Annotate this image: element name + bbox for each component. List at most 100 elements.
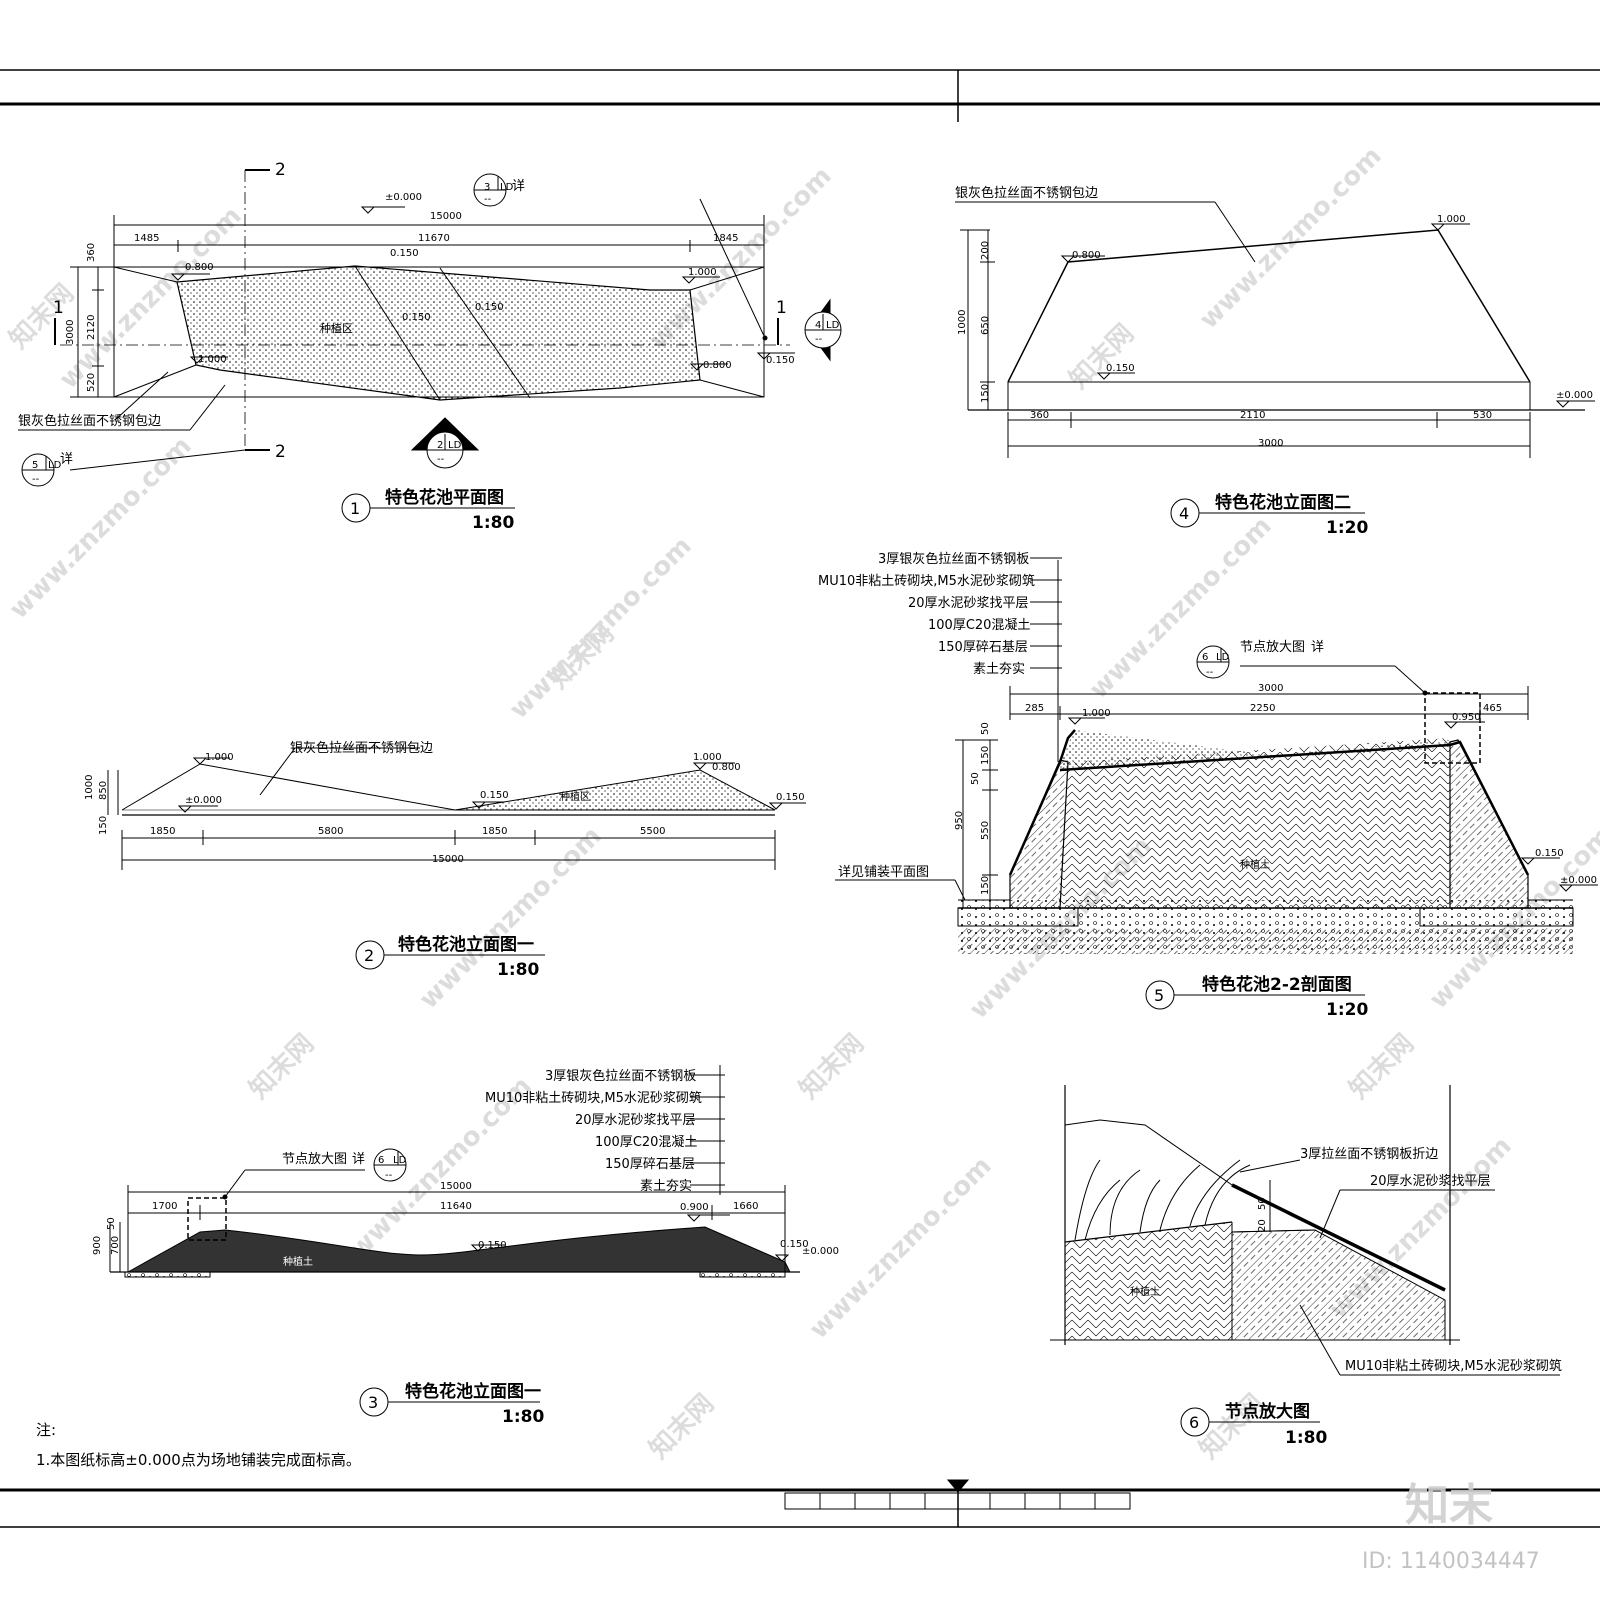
svg-text:5500: 5500 (640, 826, 665, 837)
svg-text:1:80: 1:80 (497, 960, 539, 980)
svg-text:285: 285 (1025, 703, 1044, 714)
brand-logo-text: 知末 (1405, 1480, 1493, 1531)
svg-text:特色花池立面图二: 特色花池立面图二 (1215, 492, 1351, 513)
svg-text:LD: LD (826, 320, 840, 331)
watermark-cn: 知末网 (1194, 1389, 1270, 1465)
svg-text:50: 50 (970, 772, 981, 785)
svg-text:0.800: 0.800 (712, 762, 741, 773)
svg-text:11640: 11640 (440, 1201, 472, 1212)
view-plan (18, 169, 842, 523)
svg-text:详: 详 (352, 1152, 365, 1167)
svg-text:0.150: 0.150 (1535, 848, 1564, 859)
svg-text:--: -- (32, 474, 40, 485)
svg-text:1: 1 (53, 298, 64, 318)
svg-text:850: 850 (98, 781, 109, 800)
svg-text:5: 5 (1154, 986, 1164, 1005)
svg-text:0.150: 0.150 (780, 1239, 809, 1250)
layer-label: 100厚C20混凝土 (928, 617, 1030, 633)
svg-text:150: 150 (980, 384, 991, 403)
layer-label: MU10非粘土砖砌块,M5水泥砂浆砌筑 (485, 1090, 702, 1106)
view-node-detail (1050, 1085, 1560, 1437)
svg-text:种植区: 种植区 (560, 790, 590, 803)
svg-text:0.950: 0.950 (1452, 712, 1481, 723)
svg-text:0.150: 0.150 (390, 248, 419, 259)
svg-text:2: 2 (275, 160, 286, 180)
svg-text:360: 360 (1030, 410, 1049, 421)
layer-label: 素土夯实 (973, 662, 1025, 677)
image-id: ID: 1140034447 (1362, 1549, 1540, 1574)
layer-label: 100厚C20混凝土 (595, 1134, 697, 1150)
view-title: 特色花池平面图 (385, 487, 504, 508)
svg-text:1850: 1850 (482, 826, 507, 837)
view-elevation-2 (955, 201, 1595, 528)
svg-text:节点放大图: 节点放大图 (1225, 1401, 1310, 1422)
svg-text:900: 900 (92, 1236, 103, 1255)
layer-label: 素土夯实 (640, 1179, 692, 1194)
svg-text:详: 详 (1311, 640, 1324, 655)
svg-text:±0.000: ±0.000 (1556, 390, 1593, 401)
watermark: www.znzmo.com (414, 821, 608, 1015)
view-elevation-1 (107, 747, 806, 970)
svg-text:150: 150 (980, 876, 991, 895)
svg-text:1.000: 1.000 (693, 752, 722, 763)
svg-text:2: 2 (364, 946, 374, 965)
svg-text:2250: 2250 (1250, 703, 1275, 714)
elevation-2-labels: 银灰色拉丝面不锈钢包边 1.000 0.800 0.150 ±0.000 200… (955, 185, 1593, 538)
svg-text:0.150: 0.150 (475, 302, 504, 313)
svg-text:银灰色拉丝面不锈钢包边: 银灰色拉丝面不锈钢包边 (290, 740, 433, 756)
svg-text:--: -- (385, 1170, 393, 1181)
svg-text:种植土: 种植土 (1130, 1285, 1160, 1298)
svg-text:节点放大图: 节点放大图 (1240, 640, 1305, 655)
svg-text:6: 6 (1189, 1413, 1199, 1432)
svg-text:1485: 1485 (134, 233, 159, 244)
svg-text:LD: LD (1216, 652, 1230, 663)
svg-text:150: 150 (98, 816, 109, 835)
watermark: www.znzmo.com (1084, 511, 1278, 705)
notes-heading: 注: (36, 1421, 56, 1439)
plan-labels: ±0.000 15000 1485 11670 1845 0.150 3000 … (18, 160, 840, 533)
svg-text:360: 360 (86, 243, 97, 262)
svg-text:±0.000: ±0.000 (802, 1246, 839, 1257)
svg-text:700: 700 (110, 1236, 121, 1255)
svg-text:150: 150 (980, 746, 991, 765)
svg-text:50: 50 (1257, 1197, 1268, 1210)
view-section-2-2 (835, 557, 1598, 1010)
section-2-2-labels: 3厚银灰色拉丝面不锈钢板 MU10非粘土砖砌块,M5水泥砂浆砌筑 20厚水泥砂浆… (818, 551, 1597, 1020)
svg-text:1.000: 1.000 (688, 267, 717, 278)
svg-text:50: 50 (980, 722, 991, 735)
svg-text:节点放大图: 节点放大图 (282, 1152, 347, 1167)
svg-text:11670: 11670 (418, 233, 450, 244)
svg-text:1:20: 1:20 (1326, 518, 1368, 538)
notes-line: 1.本图纸标高±0.000点为场地铺装完成面标高。 (36, 1451, 361, 1469)
node-detail-labels: 3厚拉丝面不锈钢板折边 20厚水泥砂浆找平层 MU10非粘土砖砌块,M5水泥砂浆… (1130, 1147, 1562, 1448)
svg-text:种植区: 种植区 (320, 321, 353, 335)
svg-text:LD: LD (500, 182, 514, 193)
svg-text:0.800: 0.800 (703, 360, 732, 371)
svg-text:银灰色拉丝面不锈钢包边: 银灰色拉丝面不锈钢包边 (955, 185, 1098, 201)
view-number: 1 (350, 499, 360, 518)
layer-label: MU10非粘土砖砌块,M5水泥砂浆砌筑 (818, 573, 1035, 589)
svg-text:1850: 1850 (150, 826, 175, 837)
svg-text:0.900: 0.900 (680, 1202, 709, 1213)
svg-text:0.150: 0.150 (776, 792, 805, 803)
svg-text:1700: 1700 (152, 1201, 177, 1212)
svg-text:5800: 5800 (318, 826, 343, 837)
svg-text:15000: 15000 (430, 211, 462, 222)
svg-text:6: 6 (1202, 652, 1208, 663)
svg-text:530: 530 (1473, 410, 1492, 421)
svg-text:4: 4 (1179, 504, 1189, 523)
svg-text:1.000: 1.000 (198, 354, 227, 365)
svg-text:465: 465 (1483, 703, 1502, 714)
svg-text:种植土: 种植土 (283, 1255, 313, 1268)
svg-text:±0.000: ±0.000 (385, 192, 422, 203)
svg-text:650: 650 (980, 316, 991, 335)
svg-text:1660: 1660 (733, 1201, 758, 1212)
svg-text:详: 详 (60, 452, 73, 467)
svg-text:1000: 1000 (957, 310, 968, 335)
svg-text:LD: LD (393, 1155, 407, 1166)
view-scale: 1:80 (472, 513, 514, 533)
svg-text:1845: 1845 (713, 233, 738, 244)
svg-text:0.800: 0.800 (1072, 250, 1101, 261)
svg-text:--: -- (484, 194, 492, 205)
